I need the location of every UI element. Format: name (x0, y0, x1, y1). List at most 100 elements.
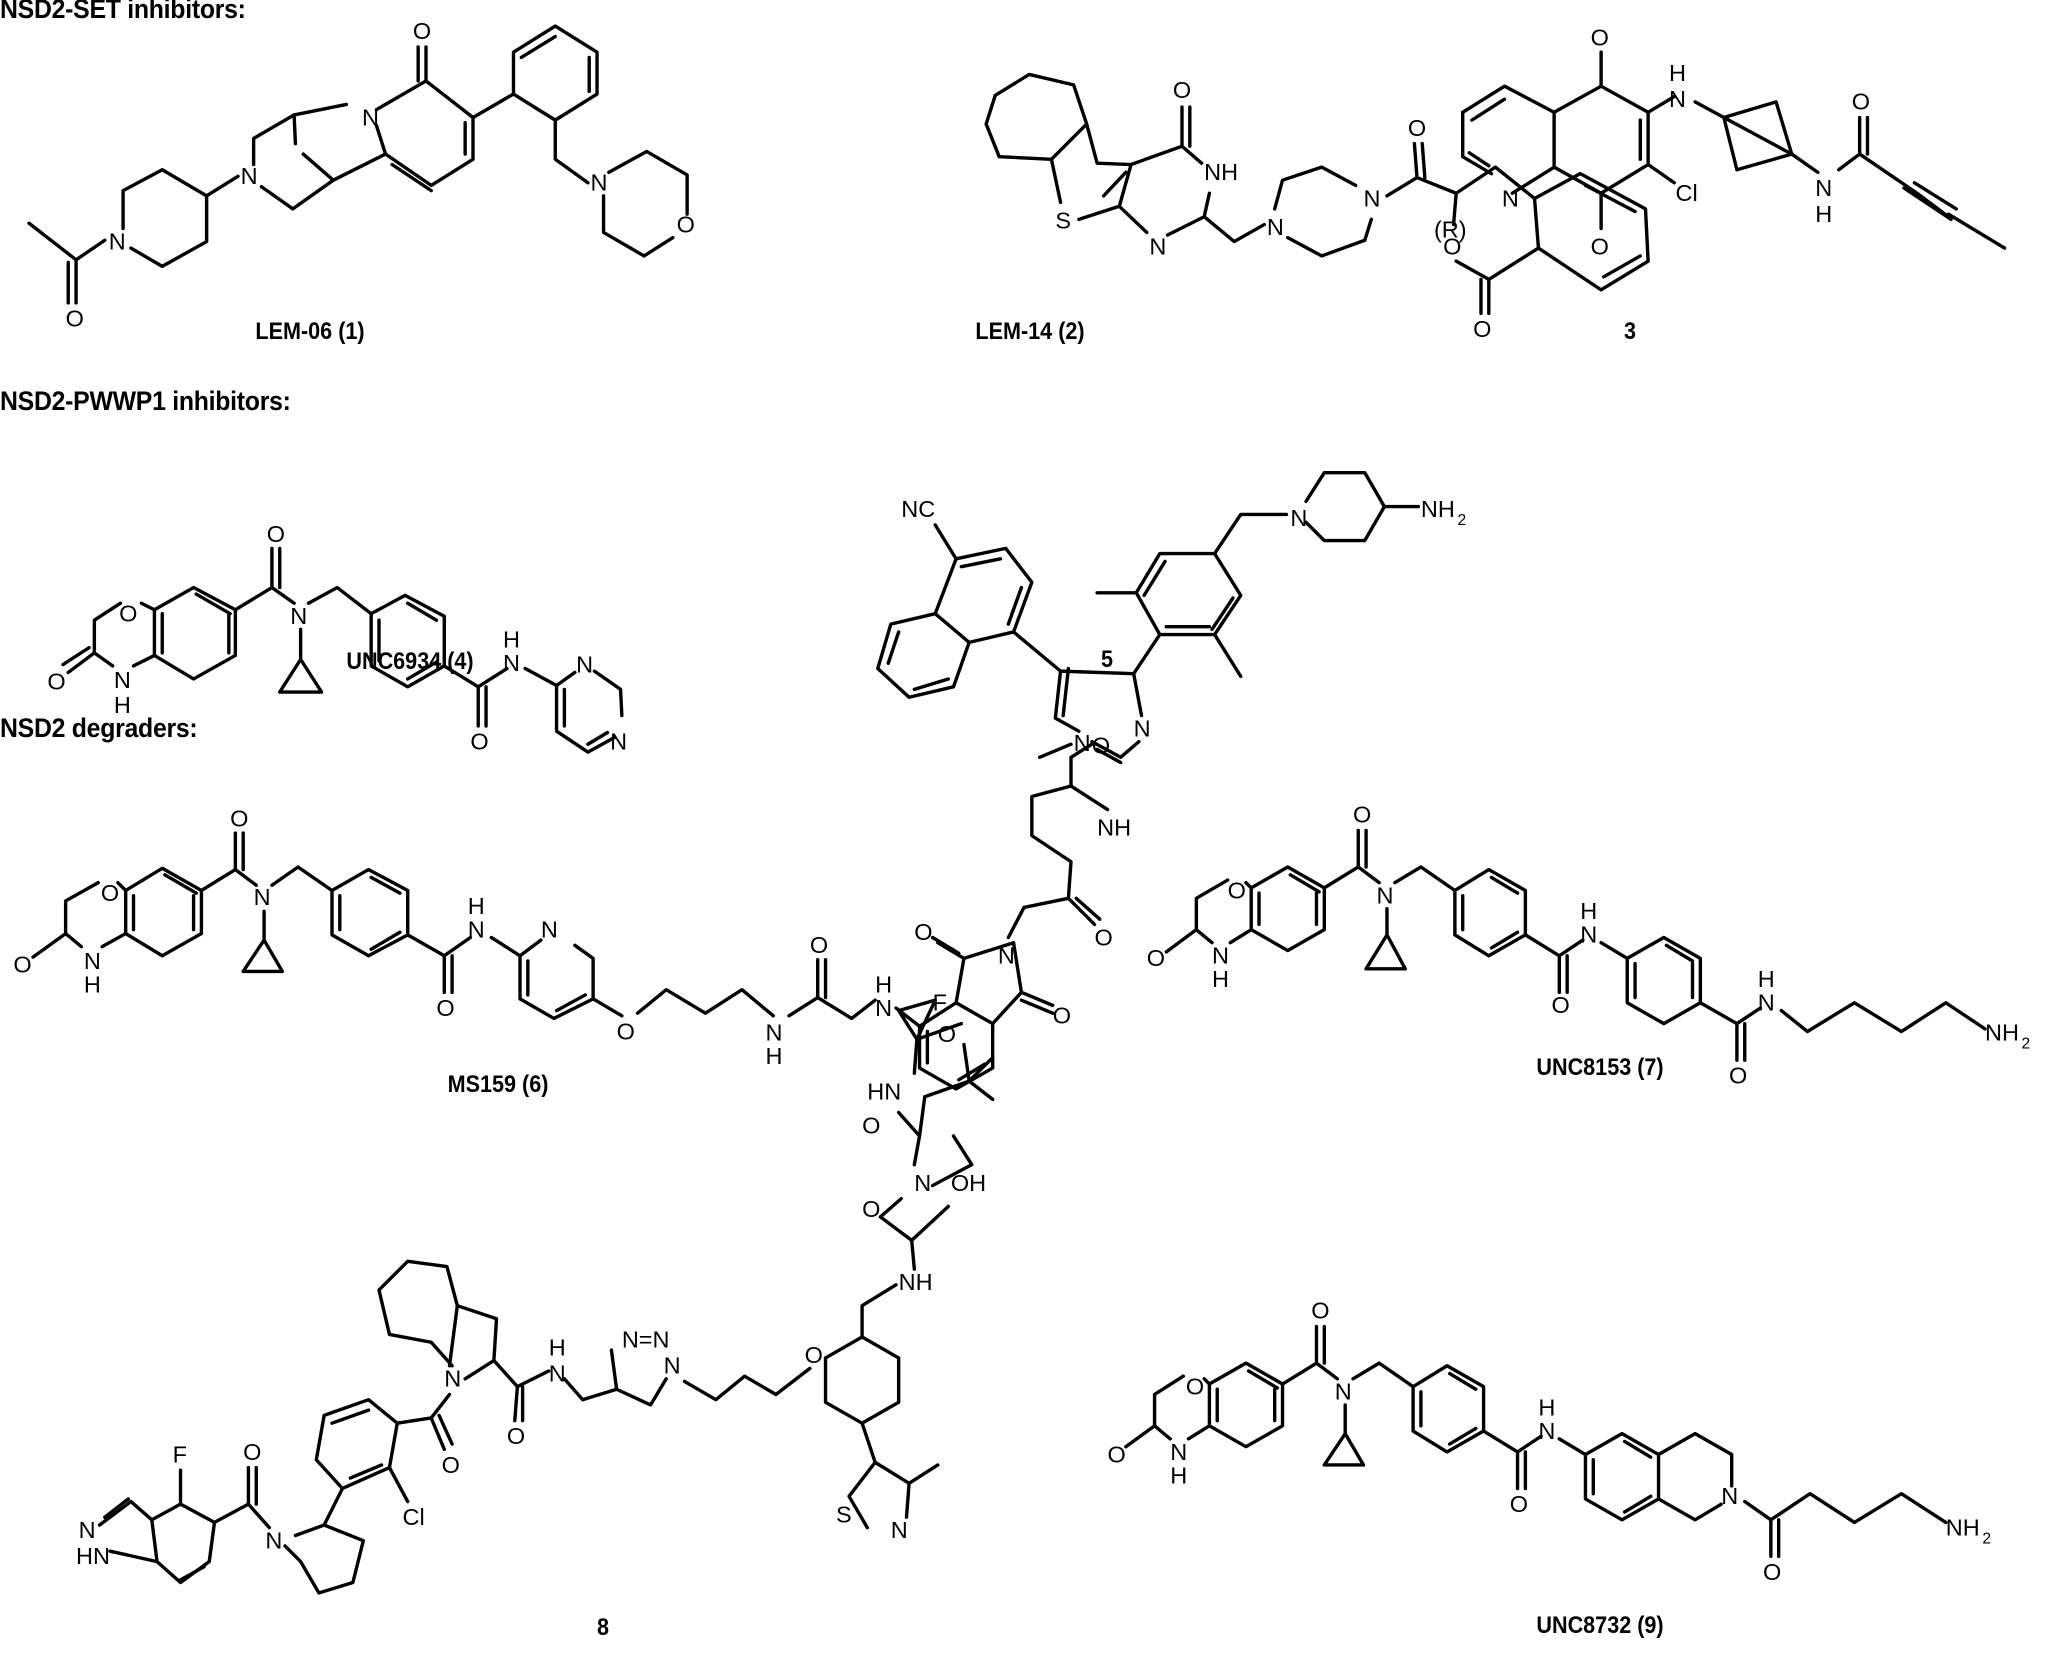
svg-text:N: N (914, 1170, 931, 1196)
svg-text:N: N (998, 943, 1015, 969)
compound-label-9: UNC8732 (9) (1536, 1612, 1664, 1639)
svg-text:2: 2 (1457, 512, 1466, 529)
svg-text:HN: HN (867, 1078, 901, 1104)
svg-text:NH: NH (1946, 1514, 1980, 1540)
svg-text:O: O (436, 995, 454, 1021)
svg-text:N: N (84, 948, 101, 974)
svg-text:2: 2 (1982, 1530, 1991, 1547)
svg-text:N: N (444, 1366, 461, 1392)
svg-text:O: O (1473, 316, 1491, 342)
svg-text:O: O (1092, 732, 1110, 758)
structure-lem-14: S O NH N N N O (R) O O (984, 72, 1650, 342)
svg-text:O: O (1108, 1441, 1126, 1467)
svg-text:N: N (1212, 943, 1229, 969)
svg-text:N: N (1149, 234, 1166, 260)
svg-text:O: O (1186, 1373, 1204, 1399)
svg-text:N: N (109, 228, 126, 254)
svg-text:N: N (1815, 175, 1832, 201)
svg-text:OH: OH (951, 1170, 986, 1196)
svg-text:N: N (1267, 214, 1284, 240)
compound-label-2: LEM-14 (2) (975, 318, 1085, 345)
svg-text:O: O (101, 880, 119, 906)
svg-text:O: O (119, 601, 137, 627)
svg-text:H: H (1170, 1462, 1187, 1488)
svg-text:N: N (541, 916, 558, 942)
svg-text:O: O (1228, 877, 1246, 903)
svg-text:O: O (1591, 234, 1609, 260)
svg-text:O: O (1173, 77, 1191, 103)
svg-text:N: N (1134, 715, 1151, 741)
compound-label-8: 8 (596, 1614, 610, 1641)
section-title-pwwp1-inhibitors: NSD2-PWWP1 inhibitors: (0, 386, 291, 416)
svg-text:N: N (1335, 1379, 1352, 1405)
svg-text:N: N (265, 1528, 282, 1554)
svg-text:O: O (1763, 1559, 1781, 1585)
svg-text:N=N: N=N (622, 1326, 670, 1352)
svg-text:O: O (47, 668, 65, 694)
svg-text:N: N (1502, 185, 1519, 211)
svg-text:N: N (891, 1517, 908, 1543)
svg-text:H: H (503, 627, 520, 653)
svg-text:O: O (938, 1021, 956, 1047)
svg-text:S: S (836, 1501, 852, 1527)
svg-text:O: O (66, 305, 84, 331)
svg-text:N: N (591, 170, 608, 196)
svg-text:O: O (805, 1342, 823, 1368)
svg-text:Cl: Cl (402, 1504, 424, 1530)
section-title-degraders: NSD2 degraders: (0, 713, 198, 743)
svg-text:O: O (862, 1196, 880, 1222)
svg-text:O: O (1095, 924, 1113, 950)
svg-text:H: H (1815, 201, 1832, 227)
structure-compound-8: N HN F O N Cl O N (76, 990, 995, 1595)
svg-text:O: O (677, 211, 695, 237)
svg-text:N: N (503, 650, 520, 676)
svg-text:O: O (1551, 992, 1569, 1018)
svg-text:O: O (1311, 1298, 1329, 1324)
svg-text:N: N (664, 1353, 681, 1379)
svg-text:N: N (610, 728, 627, 754)
structure-unc8153: O O N H O N O H N (1147, 802, 2031, 1089)
svg-text:HN: HN (76, 1543, 110, 1569)
svg-text:NH: NH (1204, 159, 1238, 185)
section-title-set-inhibitors: NSD2-SET inhibitors: (0, 0, 246, 24)
svg-text:N: N (1290, 505, 1307, 531)
svg-text:F: F (933, 990, 947, 1016)
svg-text:H: H (1758, 966, 1775, 992)
svg-text:N: N (549, 1360, 566, 1386)
svg-text:N: N (1377, 883, 1394, 909)
svg-text:H: H (1538, 1394, 1555, 1420)
svg-text:O: O (810, 932, 828, 958)
structure-compound-3: N O O H N Cl N H O (1461, 25, 2007, 260)
svg-text:Cl: Cl (1676, 180, 1698, 206)
svg-text:2: 2 (2022, 1035, 2031, 1052)
svg-text:N: N (1669, 86, 1686, 112)
svg-text:N: N (1538, 1418, 1555, 1444)
compound-label-1: LEM-06 (1) (255, 318, 365, 345)
svg-text:F: F (173, 1441, 187, 1467)
svg-text:N: N (576, 651, 593, 677)
structure-ms159: O O N H O N O H N (13, 732, 1131, 1091)
svg-text:N: N (875, 995, 892, 1021)
svg-text:H: H (875, 971, 892, 997)
svg-text:H: H (765, 1043, 782, 1069)
svg-text:O: O (1147, 945, 1165, 971)
svg-text:NH: NH (1985, 1020, 2019, 1046)
svg-text:H: H (1212, 966, 1229, 992)
svg-text:NC: NC (901, 496, 935, 522)
svg-text:NH: NH (1421, 496, 1455, 522)
svg-text:N: N (241, 163, 258, 189)
structure-lem-06: O N N N O N (27, 18, 695, 331)
svg-text:N: N (1363, 185, 1380, 211)
svg-text:O: O (413, 18, 431, 44)
svg-text:O: O (1510, 1491, 1528, 1517)
svg-text:N: N (114, 667, 131, 693)
svg-text:N: N (1721, 1483, 1738, 1509)
compound-label-3: 3 (1623, 318, 1637, 345)
svg-text:O: O (230, 806, 248, 832)
svg-text:O: O (1353, 802, 1371, 828)
compound-label-7: UNC8153 (7) (1536, 1054, 1664, 1081)
svg-text:N: N (1170, 1439, 1187, 1465)
svg-text:O: O (1852, 89, 1870, 115)
